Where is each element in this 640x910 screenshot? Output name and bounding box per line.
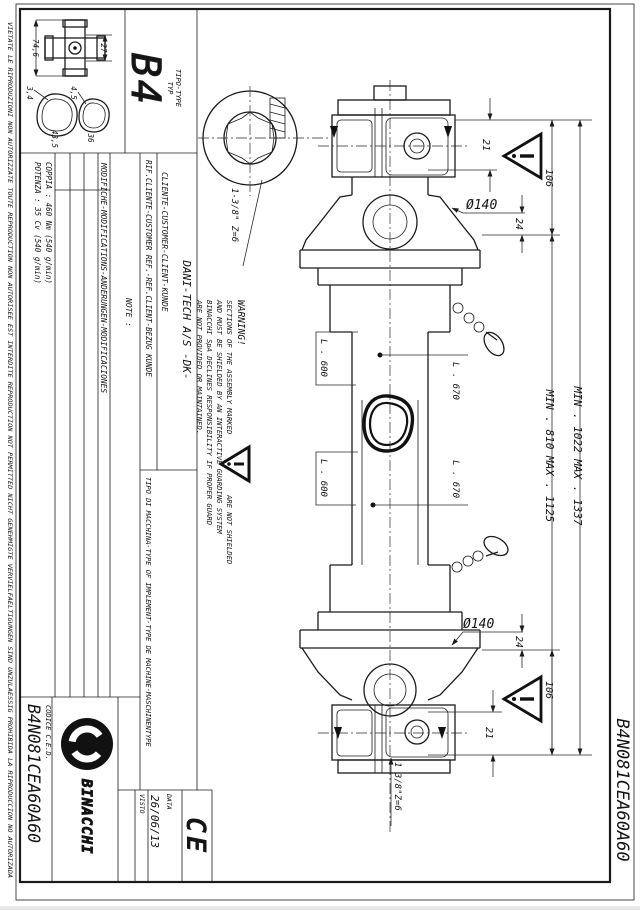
dim-min-outer: MIN . 1022 MAX . 1337	[571, 385, 584, 525]
warning-line4: ARE NOT PROVIDED OR MAINTAINED.	[195, 299, 204, 434]
codice-value: B4N081CEA60A60	[24, 704, 43, 843]
dim-24-top: 24	[513, 218, 524, 230]
machine-type-label: TIPO DI MACCHINA-TYPE OF IMPLEMENT-TYPE …	[144, 477, 152, 748]
warning-title: WARNING!	[235, 300, 246, 346]
shaft-assembly	[299, 80, 509, 835]
type-value: B4	[122, 53, 168, 107]
sheet-frame	[15, 3, 635, 901]
margin-notice: VIETATE LE RIPRODUZIONI NON AUTORIZZATE …	[6, 22, 13, 878]
type-label: TIPO-TYPE	[174, 69, 182, 108]
dim-min-inner: MIN . 810 MAX . 1125	[543, 389, 556, 522]
safety-chain-bottom	[451, 535, 509, 573]
warning-line1a: SECTIONS OF THE ASSEMBLY MARKED	[225, 300, 234, 434]
warning-triangle-bottom	[501, 674, 543, 724]
spline-size-top: 1-3/8" Z=6	[229, 188, 239, 242]
rif-cliente-label: RIF.CLIENTE-CUSTOMER REF.-REF.CLIENT-BEZ…	[144, 160, 153, 377]
potenza-value: POTENZA : 35 Cv (540 g/min)	[33, 162, 42, 284]
profile-outer-size: 43,5	[50, 130, 59, 149]
cliente-label: CLIENTE-CUSTOMER-CLIENT-KUNDE	[160, 172, 169, 312]
dim-l600-1: L . 600	[318, 339, 328, 377]
profile-outer-thickness: 3,4	[25, 85, 34, 100]
dim-21-bottom: 21	[483, 727, 494, 739]
dim-l670-2: L . 670	[450, 460, 460, 498]
dim-l600-2: L . 600	[318, 459, 328, 497]
warning-line1b: ARE NOT SHIELDED	[225, 494, 234, 564]
type-label-2: TYP	[166, 82, 174, 95]
dim-21-top: 21	[480, 139, 491, 151]
spline-detail: 1-3/8" Z=6	[198, 86, 330, 267]
warning-line2: AND MUST BE SHIELDED BY AN INTERACTIVE G…	[215, 299, 224, 534]
binacchi-logo: BINACCHI	[61, 718, 113, 855]
cliente-value: DANI-TECH A/S -DK-	[180, 259, 193, 379]
profile-inner-size: 36	[86, 132, 95, 143]
mods-label: MODIFICHE-MODIFICATIONS-ANDERUNGEN-MODIF…	[99, 162, 108, 393]
warning-triangle-inline	[218, 444, 251, 484]
spline-size-bottom: 1 3/8"Z=6	[392, 762, 402, 811]
dim-106-bottom: 106	[543, 681, 554, 699]
d im-l670-1: L . 670	[450, 362, 460, 400]
warning-triangle-top	[501, 131, 543, 181]
profile-inner-thickness: 4,5	[69, 86, 78, 100]
ce-mark: CE	[180, 817, 211, 856]
data-value: 26/06/13	[148, 795, 161, 848]
note-label: NOTE :	[124, 297, 133, 327]
safety-chain-top	[452, 302, 505, 357]
title-block-grid	[20, 9, 213, 882]
cross-width-dim: 74,6	[31, 39, 40, 58]
codice-label: CODICE C.E.D.	[44, 705, 52, 760]
type-cell: TIPO-TYPE TYP B4	[121, 52, 182, 108]
cross-journal-detail: 74,6 27	[31, 19, 112, 77]
dim-dia140-bottom: Ø140	[463, 617, 494, 632]
data-label: DATA	[165, 793, 173, 810]
cross-pin-dim: 27	[99, 43, 108, 53]
tube-profile-sections: 3,4 43,5 4,5 36	[25, 85, 110, 149]
warning-line3: BINACCHI SpA DECLINES RESPONSIBILITY IF …	[205, 300, 214, 525]
warning-block: WARNING! SECTIONS OF THE ASSEMBLY MARKED…	[195, 299, 251, 564]
coppia-value: COPPIA : 460 Nm (540 g/min)	[44, 162, 53, 284]
dim-106-top: 106	[543, 169, 554, 187]
dim-24-bottom: 24	[513, 636, 524, 648]
dim-dia140-top: Ø140	[466, 198, 497, 213]
visto-label: VISTO	[138, 794, 146, 814]
binacchi-wordmark: BINACCHI	[78, 778, 94, 854]
edge-code: B4N081CEA60A60	[612, 718, 632, 861]
dimensioning: 21 106 Ø140 24 MIN . 810 MAX . 1125 MIN …	[315, 98, 592, 826]
